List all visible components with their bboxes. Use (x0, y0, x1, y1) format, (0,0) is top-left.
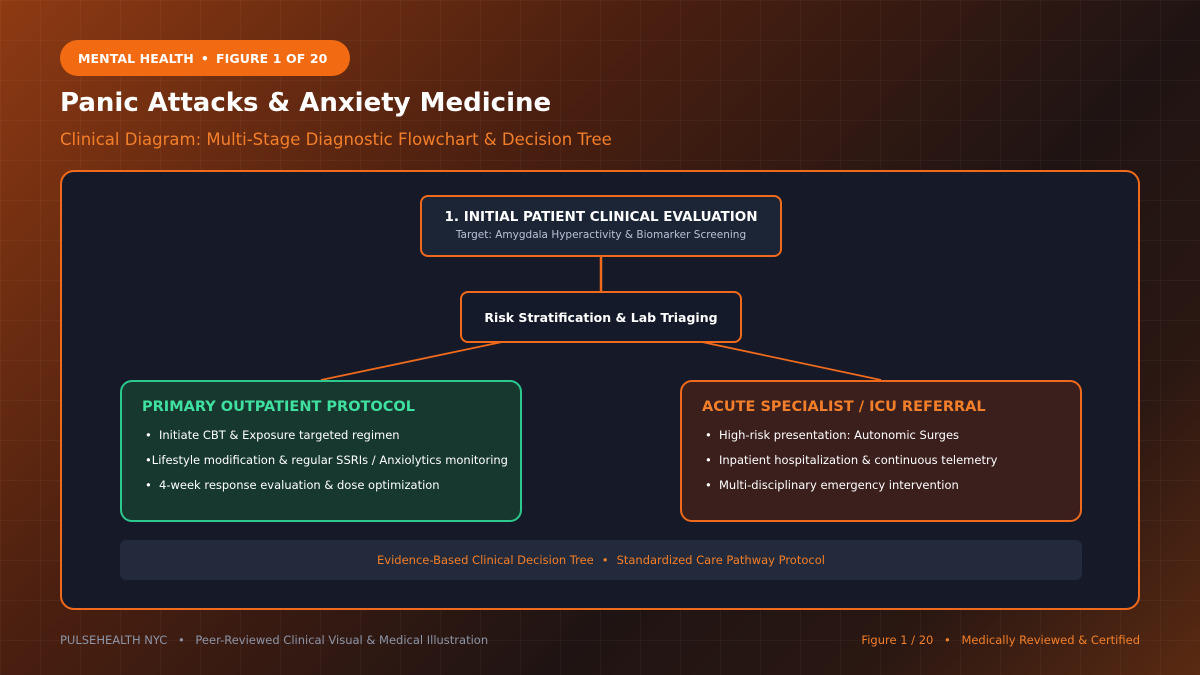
primary-outpatient-title: PRIMARY OUTPATIENT PROTOCOL (142, 399, 415, 415)
acute-specialist-title: ACUTE SPECIALIST / ICU REFERRAL (702, 399, 986, 415)
connector-decision-to-primary (320, 341, 503, 381)
category-badge: MENTAL HEALTH • FIGURE 1 OF 20 (60, 40, 350, 76)
list-item-text: Inpatient hospitalization & continuous t… (719, 453, 998, 467)
bullet-icon: • (145, 428, 152, 442)
risk-stratification-node: Risk Stratification & Lab Triaging (460, 291, 742, 343)
page-subtitle: Clinical Diagram: Multi-Stage Diagnostic… (60, 130, 612, 149)
list-item: • 4-week response evaluation & dose optim… (142, 478, 500, 503)
connector-decision-to-acute (701, 341, 882, 381)
page-footer-right: Figure 1 / 20 • Medically Reviewed & Cer… (861, 633, 1140, 647)
footer-right-separator: • (943, 633, 951, 647)
initial-evaluation-subtitle: Target: Amygdala Hyperactivity & Biomark… (455, 229, 747, 241)
footer-bar-left-text: Evidence-Based Clinical Decision Tree (377, 553, 594, 567)
bullet-icon: • (705, 428, 712, 442)
page-title: Panic Attacks & Anxiety Medicine (60, 88, 552, 118)
bullet-icon: • (145, 478, 152, 492)
list-item-text: 4-week response evaluation & dose optimi… (159, 478, 440, 492)
acute-specialist-list: • High-risk presentation: Autonomic Surge… (702, 428, 1060, 503)
primary-outpatient-branch: PRIMARY OUTPATIENT PROTOCOL • Initiate CB… (120, 380, 522, 522)
diagram-panel: 1. INITIAL PATIENT CLINICAL EVALUATION T… (60, 170, 1140, 610)
footer-bar-right-text: Standardized Care Pathway Protocol (616, 553, 825, 567)
list-item-text: Lifestyle modification & regular SSRIs /… (151, 453, 508, 467)
list-item: • Initiate CBT & Exposure targeted regime… (142, 428, 500, 453)
badge-separator: • (200, 50, 209, 66)
list-item: •Lifestyle modification & regular SSRIs … (142, 453, 508, 478)
page-footer-left: PULSEHEALTH NYC • Peer-Reviewed Clinical… (60, 633, 488, 647)
flowchart-connectors (320, 257, 882, 381)
footer-left-separator: • (177, 633, 185, 647)
footer-figure-number: Figure 1 / 20 (861, 633, 934, 647)
badge-category: MENTAL HEALTH (78, 50, 194, 66)
decision-tree-footer-bar: Evidence-Based Clinical Decision Tree • … (120, 540, 1082, 580)
primary-outpatient-list: • Initiate CBT & Exposure targeted regime… (142, 428, 508, 503)
footer-brand: PULSEHEALTH NYC (60, 633, 168, 647)
bullet-icon: • (705, 453, 712, 467)
initial-evaluation-node: 1. INITIAL PATIENT CLINICAL EVALUATION T… (420, 195, 782, 257)
list-item-text: Initiate CBT & Exposure targeted regimen (159, 428, 400, 442)
initial-evaluation-title: 1. INITIAL PATIENT CLINICAL EVALUATION (444, 209, 758, 225)
badge-figure-number: FIGURE 1 OF 20 (215, 50, 328, 66)
bullet-icon: • (705, 478, 712, 492)
list-item: • Inpatient hospitalization & continuous … (702, 453, 1060, 478)
list-item-text: Multi-disciplinary emergency interventio… (719, 478, 959, 492)
acute-specialist-branch: ACUTE SPECIALIST / ICU REFERRAL • High-ri… (680, 380, 1082, 522)
list-item-text: High-risk presentation: Autonomic Surges (719, 428, 960, 442)
list-item: • High-risk presentation: Autonomic Surge… (702, 428, 1060, 453)
list-item: • Multi-disciplinary emergency interventi… (702, 478, 1060, 503)
risk-stratification-label: Risk Stratification & Lab Triaging (484, 309, 718, 325)
footer-right-text: Medically Reviewed & Certified (961, 633, 1140, 647)
footer-bar-separator: • (601, 553, 609, 567)
bullet-icon: • (145, 453, 152, 467)
footer-left-text: Peer-Reviewed Clinical Visual & Medical … (195, 633, 489, 647)
